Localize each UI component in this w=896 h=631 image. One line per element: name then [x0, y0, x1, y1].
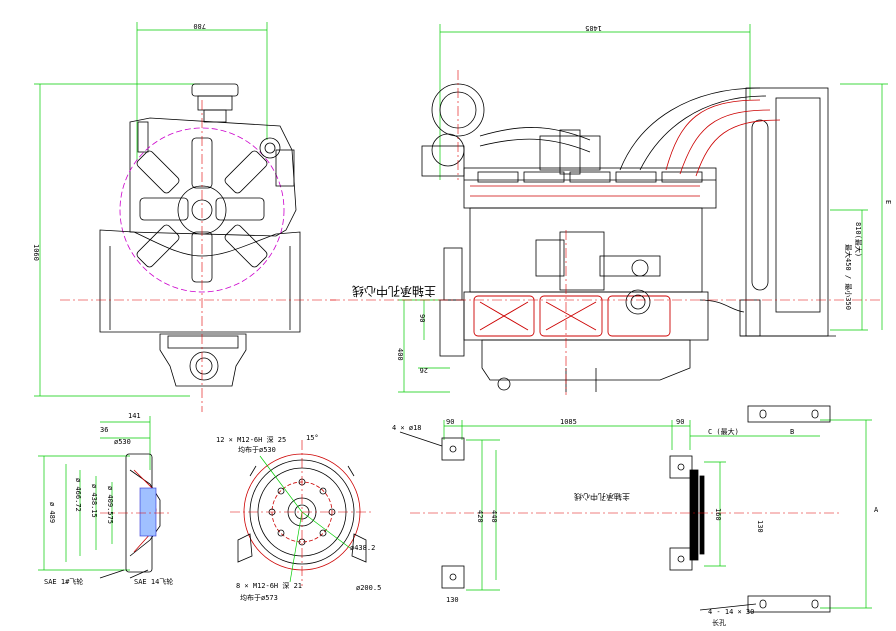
housing-top-c: ø530	[114, 438, 131, 446]
center-label-main: 主轴承孔中心线	[352, 284, 436, 299]
center-label-lower: 主轴承孔中心线	[574, 492, 630, 502]
side-h-a-text: 400	[396, 348, 404, 361]
mount-hole-note-b: 4 - 14 × 30	[708, 608, 754, 616]
mount-hole-note-c: 长孔	[712, 618, 726, 627]
coolant-pipes	[665, 99, 781, 177]
side-right-dimension	[830, 83, 888, 331]
mount-dim-f: A	[874, 506, 879, 514]
front-width-text: 780	[193, 22, 206, 30]
housing-top-b: 36	[100, 426, 108, 434]
flywheel-bot-note-a: 8 × M12-6H 深 21	[236, 581, 302, 590]
housing-v-c: ø 466.72	[74, 478, 82, 512]
flywheel-top-note-b: 均布于ø530	[238, 445, 276, 454]
mount-dim-h: 440	[490, 510, 498, 523]
crankcase-panels	[473, 295, 671, 337]
mount-dim-b: 1085	[560, 418, 577, 426]
front-height-text: 1060	[32, 244, 40, 261]
mount-dim-c: 90	[676, 418, 684, 426]
mount-dim-d: C (最大)	[708, 427, 739, 436]
housing-v-d: ø 489	[48, 502, 56, 523]
front-height-dimension	[34, 83, 200, 397]
housing-top-a: 141	[128, 412, 141, 420]
housing-v-a: ø 409.575	[106, 486, 114, 524]
dimension-labels: 780 1060 1485 400 90 26 810(最大) E 最大450 …	[32, 22, 892, 627]
flywheel-top-note-a: 12 × M12-6H 深 25	[216, 435, 286, 444]
flywheel-bot-note-b: 均布于ø573	[240, 593, 278, 602]
mount-dim-k: 130	[756, 520, 764, 533]
side-length-text: 1485	[585, 24, 602, 32]
flywheel-dia-b: ø200.5	[356, 584, 381, 592]
flywheel-dia-a: ø438.2	[350, 544, 375, 552]
valve-covers	[477, 171, 703, 183]
front-view	[34, 22, 336, 412]
side-h-b-text: 90	[418, 314, 426, 322]
flywheel-angle: 15°	[306, 434, 319, 442]
side-right-c-text: 最大450 / 最小350	[844, 244, 853, 310]
mount-dim-e: B	[790, 428, 794, 436]
side-h-c-text: 26	[420, 366, 428, 374]
mount-dim-a: 90	[446, 418, 454, 426]
housing-v-b: ø 438.15	[90, 484, 98, 518]
mounting-plan	[399, 405, 872, 613]
side-length-dimension	[439, 24, 751, 180]
mount-dim-i: 130	[446, 596, 459, 604]
fan-blades	[136, 137, 268, 283]
housing-note-right: SAE 14飞轮	[134, 577, 173, 586]
mount-hole-note: 4 × ø18	[392, 424, 422, 432]
fan-sweep-circle	[119, 127, 285, 293]
mount-dim-j: 160	[714, 508, 722, 521]
side-view	[330, 24, 888, 395]
mount-dim-g: 420	[476, 510, 484, 523]
housing-note-left: SAE 1#飞轮	[44, 577, 83, 586]
side-right-b-text: E	[884, 200, 892, 204]
radiator	[745, 87, 829, 337]
front-width-dimension	[136, 22, 268, 160]
side-right-a-text: 810(最大)	[854, 222, 863, 257]
flywheel-housing-section	[38, 416, 172, 579]
housing-dimensions	[38, 416, 151, 571]
flywheel-end-view	[230, 440, 374, 586]
